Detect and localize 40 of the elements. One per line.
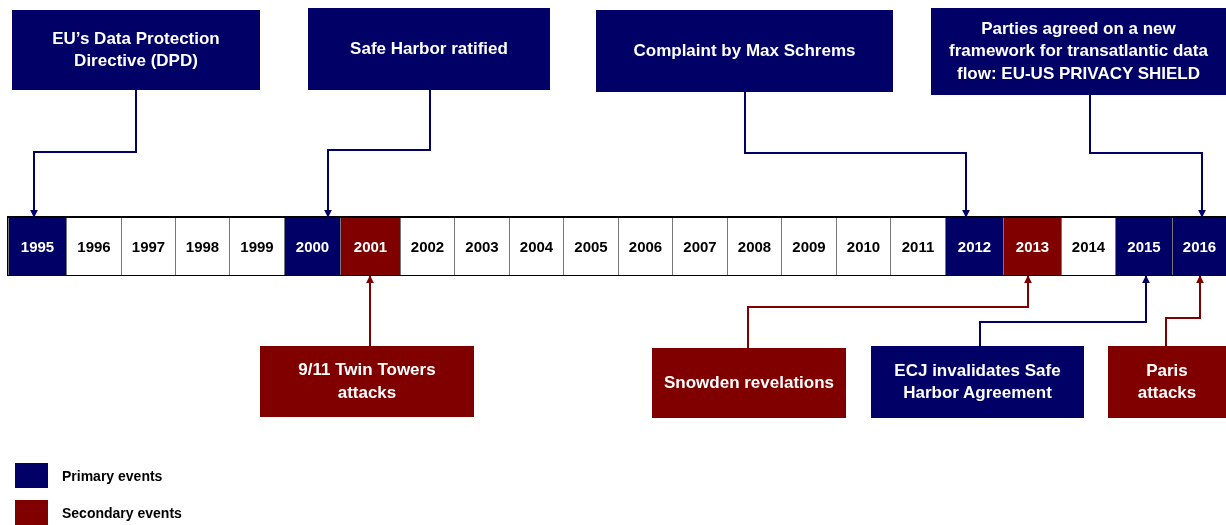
year-cell: 2009 [781, 218, 836, 275]
arrow [979, 275, 1150, 347]
event-box: Parties agreed on a new framework for transatlantic data flow: EU-US PRIVACY SHIELD [931, 8, 1226, 95]
arrow [30, 89, 137, 218]
year-cell: 2013 [1003, 218, 1061, 275]
event-box: ECJ invalidates Safe Harbor Agreement [871, 346, 1084, 418]
year-cell: 1996 [66, 218, 121, 275]
year-cell: 2015 [1115, 218, 1172, 275]
arrow [366, 275, 374, 347]
year-cell: 2003 [454, 218, 509, 275]
arrow [324, 89, 431, 218]
year-cell: 2002 [400, 218, 454, 275]
year-cell: 2016 [1172, 218, 1226, 275]
year-cell: 1999 [229, 218, 284, 275]
year-cell: 2004 [509, 218, 563, 275]
year-cell: 2006 [618, 218, 672, 275]
year-cell: 2012 [945, 218, 1003, 275]
event-box: Paris attacks [1108, 346, 1226, 418]
year-cell: 2014 [1061, 218, 1115, 275]
year-cell: 1995 [8, 218, 66, 275]
event-box: Snowden revelations [652, 348, 846, 418]
arrow [1165, 275, 1204, 347]
year-cell: 2008 [727, 218, 781, 275]
year-cell: 2007 [672, 218, 727, 275]
year-cell: 2010 [836, 218, 890, 275]
year-cell: 2011 [890, 218, 945, 275]
event-box: Complaint by Max Schrems [596, 10, 893, 92]
year-cell: 2000 [284, 218, 340, 275]
legend-label: Secondary events [62, 505, 182, 521]
arrow [1089, 94, 1206, 218]
legend-label: Primary events [62, 468, 163, 484]
year-cell: 1998 [175, 218, 229, 275]
event-box: Safe Harbor ratified [308, 8, 550, 90]
year-cell: 1997 [121, 218, 175, 275]
arrow [744, 91, 970, 218]
event-box: EU’s Data Protection Directive (DPD) [12, 10, 260, 90]
arrow [747, 275, 1032, 349]
year-cell: 2005 [563, 218, 618, 275]
year-cell: 2001 [340, 218, 400, 275]
event-box: 9/11 Twin Towers attacks [260, 346, 474, 417]
